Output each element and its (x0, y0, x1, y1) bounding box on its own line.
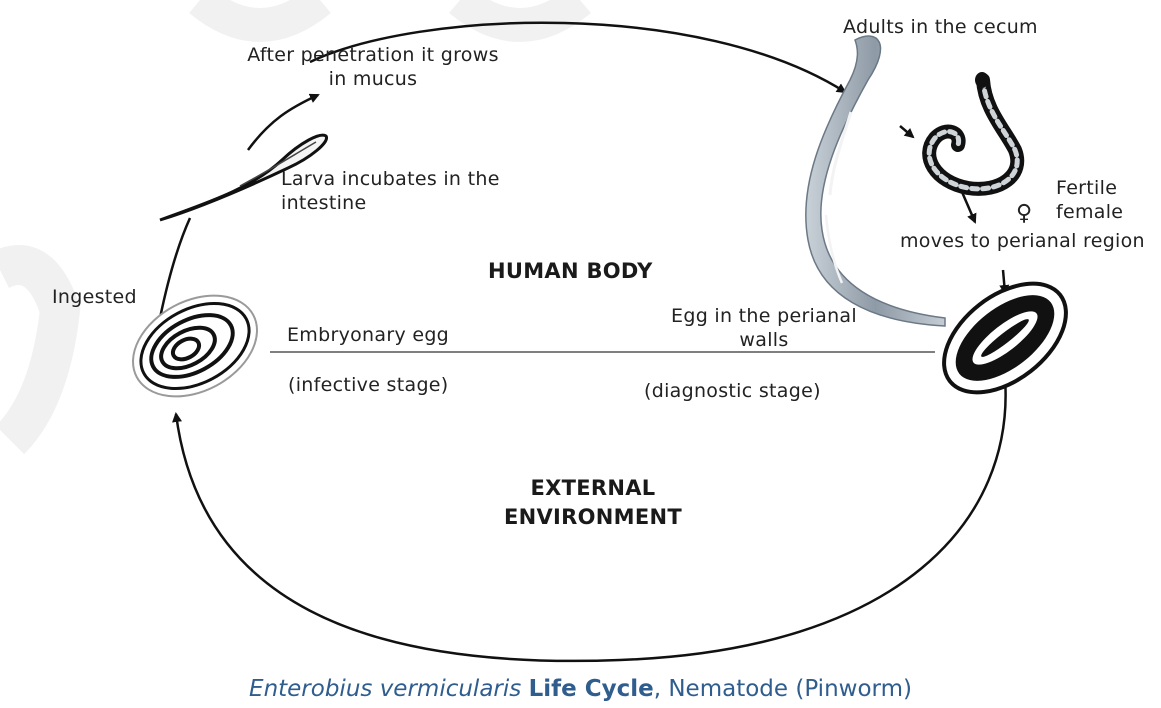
label-after-penetration: After penetration it grows in mucus (238, 44, 508, 92)
figure-caption: Enterobius vermicularis Life Cycle, Nema… (0, 676, 1161, 702)
label-egg-perianal-walls: Egg in the perianal walls (654, 305, 874, 353)
caption-rest: , Nematode (Pinworm) (654, 676, 912, 702)
label-diagnostic-stage: (diagnostic stage) (644, 380, 821, 404)
watermark-arc-top-1 (200, 0, 320, 25)
label-human-body: HUMAN BODY (488, 258, 653, 284)
arrow-to-female (900, 126, 913, 137)
label-infective-stage: (infective stage) (288, 374, 449, 398)
caption-title: Life Cycle (529, 676, 654, 702)
label-embryonary-egg: Embryonary egg (287, 324, 449, 348)
adult-worm-illustration (806, 36, 945, 326)
label-moves-perianal: moves to perianal region (900, 230, 1150, 254)
label-external-environment: EXTERNAL ENVIRONMENT (478, 474, 708, 533)
embryonary-egg-illustration (116, 275, 275, 416)
label-larva: Larva incubates in the intestine (281, 168, 501, 216)
watermark-arc-top-2 (460, 0, 580, 25)
watermark-arc-left (0, 265, 60, 440)
caption-species: Enterobius vermicularis (249, 676, 521, 702)
female-symbol: ♀ (1016, 200, 1032, 228)
label-ingested: Ingested (52, 286, 137, 310)
label-adults-cecum: Adults in the cecum (843, 16, 1038, 40)
fertile-female-illustration (929, 72, 1017, 189)
arrow-fertile-down (962, 192, 975, 222)
label-fertile-female: Fertile female (1056, 177, 1146, 225)
